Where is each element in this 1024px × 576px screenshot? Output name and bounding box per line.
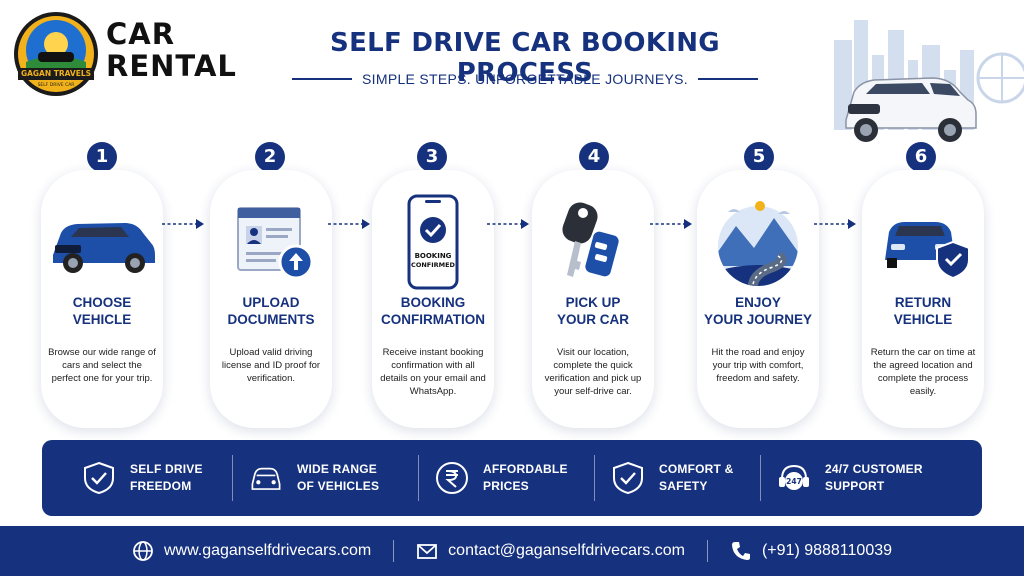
shield-check-icon (613, 461, 643, 495)
step-card-booking-confirmation: BOOKING CONFIRMED BOOKING CONFIRMATION R… (372, 170, 494, 428)
step-1-description: Browse our wide range of cars and select… (48, 347, 156, 384)
website-link[interactable]: www.gaganselfdrivecars.com (163, 542, 372, 559)
feature-24-7-customer-support: 247 24/7 CUSTOMER SUPPORT (760, 455, 960, 501)
step-5-title: ENJOY YOUR JOURNEY (701, 294, 815, 328)
step-2-title-line-1: UPLOAD (242, 295, 300, 310)
globe-icon (133, 541, 153, 561)
support-badge: 247 (786, 477, 802, 486)
gagan-travels-logo: GAGAN TRAVELS SELF DRIVE CAR (14, 12, 98, 96)
city-skyline-car-illustration (834, 20, 1024, 142)
step-3-title-line-2: CONFIRMATION (381, 312, 485, 327)
rupee-icon (436, 462, 468, 494)
feature-label: COMFORT & SAFETY (659, 461, 733, 495)
features-band: SELF DRIVE FREEDOM WIDE RANGE OF VEHICLE… (42, 440, 982, 516)
feature-wide-range-of-vehicles: WIDE RANGE OF VEHICLES (232, 455, 418, 501)
mail-icon (417, 544, 438, 559)
phone-icon (731, 542, 750, 560)
step-5-number: 5 (744, 142, 774, 172)
subtitle-divider-right (697, 78, 758, 80)
step-2-number: 2 (255, 142, 285, 172)
step-card-return-vehicle: RETURN VEHICLE Return the car on time at… (862, 170, 984, 428)
logo-text-top: GAGAN TRAVELS (21, 69, 91, 78)
step-3-title-line-1: BOOKING (400, 295, 466, 310)
footer-email[interactable]: contact@gaganselfdrivecars.com (393, 540, 707, 562)
footer-phone[interactable]: (+91) 9888110039 (706, 540, 914, 562)
feature-label: SELF DRIVE FREEDOM (130, 461, 203, 495)
car-key-icon (532, 192, 654, 292)
footer-contact-bar: www.gaganselfdrivecars.com contact@gagan… (0, 526, 1024, 576)
arrow-right-icon (814, 219, 856, 229)
car-icon (41, 192, 163, 292)
step-5-title-line-2: YOUR JOURNEY (703, 312, 813, 327)
arrow-right-icon (328, 219, 370, 229)
car-shield-icon (862, 192, 984, 292)
feature-label: 24/7 CUSTOMER SUPPORT (825, 461, 923, 495)
feature-1-line-1: SELF DRIVE (130, 462, 203, 476)
page-subtitle: SIMPLE STEPS. UNFORGETTABLE JOURNEYS. (362, 71, 688, 87)
mountain-road-icon (697, 192, 819, 292)
feature-2-line-1: WIDE RANGE (297, 462, 377, 476)
step-card-enjoy-your-journey: ENJOY YOUR JOURNEY Hit the road and enjo… (697, 170, 819, 428)
step-4-title: PICK UP YOUR CAR (536, 294, 650, 328)
feature-label: WIDE RANGE OF VEHICLES (297, 461, 379, 495)
step-1-title-line-2: VEHICLE (72, 312, 132, 327)
step-6-title: RETURN VEHICLE (866, 294, 980, 328)
feature-4-line-1: COMFORT & (659, 462, 734, 476)
feature-comfort-and-safety: COMFORT & SAFETY (594, 455, 760, 501)
step-3-description: Receive instant booking confirmation wit… (380, 347, 486, 397)
feature-5-line-1: 24/7 CUSTOMER (825, 462, 923, 476)
car-front-icon (251, 467, 281, 490)
feature-affordable-prices: AFFORDABLE PRICES (418, 455, 594, 501)
brand-line-1: CAR (106, 17, 176, 51)
step-card-pick-up-your-car: PICK UP YOUR CAR Visit our location, com… (532, 170, 654, 428)
step-6-number: 6 (906, 142, 936, 172)
step-1-title-line-1: CHOOSE (72, 295, 132, 310)
shield-check-icon (84, 461, 114, 495)
email-link[interactable]: contact@gaganselfdrivecars.com (448, 542, 685, 559)
feature-2-line-2: OF VEHICLES (297, 479, 380, 493)
phone-text-line-2: CONFIRMED (411, 261, 456, 269)
step-2-title-line-2: DOCUMENTS (227, 312, 315, 327)
subtitle-row: SIMPLE STEPS. UNFORGETTABLE JOURNEYS. (292, 71, 758, 87)
step-5-description: Hit the road and enjoy your trip with co… (711, 347, 805, 384)
arrow-right-icon (650, 219, 692, 229)
brand-name: CAR RENTAL (106, 18, 237, 82)
phone-number[interactable]: (+91) 9888110039 (761, 542, 893, 559)
step-2-description: Upload valid driving license and ID proo… (221, 347, 321, 384)
step-card-upload-documents: UPLOAD DOCUMENTS Upload valid driving li… (210, 170, 332, 428)
step-1-title: CHOOSE VEHICLE (45, 294, 159, 328)
arrow-right-icon (162, 219, 204, 229)
feature-5-line-2: SUPPORT (825, 479, 885, 493)
step-4-description: Visit our location, complete the quick v… (544, 347, 642, 397)
step-3-number: 3 (417, 142, 447, 172)
step-4-title-line-1: PICK UP (565, 295, 621, 310)
footer-website[interactable]: www.gaganselfdrivecars.com (110, 540, 393, 562)
logo-text-bottom: SELF DRIVE CAR (38, 82, 75, 88)
feature-4-line-2: SAFETY (659, 479, 708, 493)
step-6-title-line-2: VEHICLE (893, 312, 953, 327)
arrow-right-icon (487, 219, 529, 229)
feature-label: AFFORDABLE PRICES (483, 461, 568, 495)
step-4-number: 4 (579, 142, 609, 172)
step-6-description: Return the car on time at the agreed loc… (870, 347, 976, 397)
headset-icon: 247 (779, 464, 809, 490)
feature-1-line-2: FREEDOM (130, 479, 192, 493)
phone-text-line-1: BOOKING (415, 252, 452, 260)
feature-self-drive-freedom: SELF DRIVE FREEDOM (42, 455, 232, 501)
step-4-title-line-2: YOUR CAR (556, 312, 629, 327)
page-title: SELF DRIVE CAR BOOKING PROCESS (330, 28, 720, 88)
brand-line-2: RENTAL (106, 49, 237, 83)
feature-3-line-1: AFFORDABLE (483, 462, 568, 476)
step-5-title-line-1: ENJOY (735, 295, 781, 310)
phone-confirmed-icon: BOOKING CONFIRMED (372, 192, 494, 292)
subtitle-divider-left (292, 78, 353, 80)
step-1-number: 1 (87, 142, 117, 172)
document-upload-icon (210, 192, 332, 292)
step-6-title-line-1: RETURN (894, 295, 952, 310)
step-2-title: UPLOAD DOCUMENTS (214, 294, 328, 328)
step-3-title: BOOKING CONFIRMATION (376, 294, 490, 328)
step-card-choose-vehicle: CHOOSE VEHICLE Browse our wide range of … (41, 170, 163, 428)
feature-3-line-2: PRICES (483, 479, 529, 493)
